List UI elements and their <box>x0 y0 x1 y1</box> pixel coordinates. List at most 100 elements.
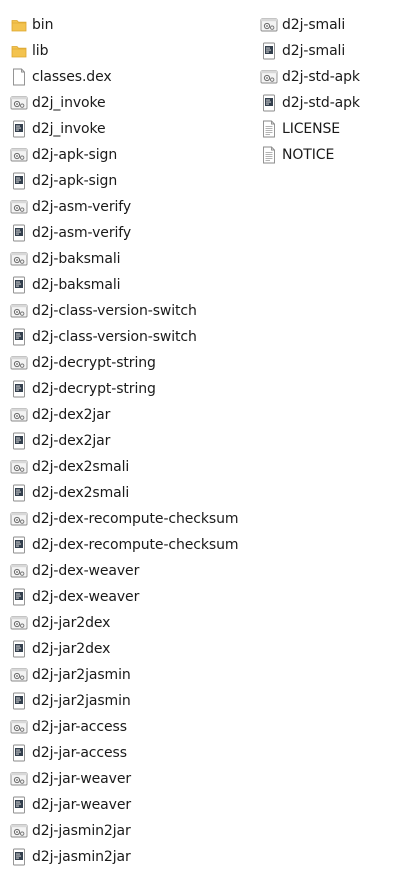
file-item[interactable]: d2j-jar-weaver <box>10 792 238 818</box>
file-name-label: d2j-smali <box>282 43 346 59</box>
file-item[interactable]: d2j_invoke <box>10 116 238 142</box>
shell-script-icon <box>260 16 278 34</box>
shell-script-icon <box>10 198 28 216</box>
file-name-label: d2j-decrypt-string <box>32 355 156 371</box>
text-file-icon <box>260 146 278 164</box>
file-name-label: d2j-jar2jasmin <box>32 693 131 709</box>
shell-script-icon <box>10 562 28 580</box>
file-name-label: d2j-dex-recompute-checksum <box>32 537 239 553</box>
batch-file-icon <box>10 328 28 346</box>
folder-item[interactable]: bin <box>10 12 238 38</box>
folder-item[interactable]: lib <box>10 38 238 64</box>
file-name-label: LICENSE <box>282 121 341 137</box>
batch-file-icon <box>10 120 28 138</box>
shell-script-icon <box>10 354 28 372</box>
file-item[interactable]: d2j-dex-recompute-checksum <box>10 532 239 558</box>
file-item[interactable]: d2j-dex2jar <box>10 402 238 428</box>
text-file-icon <box>260 120 278 138</box>
file-name-label: classes.dex <box>32 69 112 85</box>
file-name-label: d2j_invoke <box>32 121 106 137</box>
file-item[interactable]: d2j-baksmali <box>10 246 238 272</box>
file-item[interactable]: d2j-smali <box>260 38 360 64</box>
file-item[interactable]: d2j-jar2jasmin <box>10 662 238 688</box>
file-item[interactable]: d2j-std-apk <box>260 90 360 116</box>
file-item[interactable]: d2j-jasmin2jar <box>10 844 238 870</box>
file-item[interactable]: d2j_invoke <box>10 90 238 116</box>
shell-script-icon <box>10 302 28 320</box>
file-column-2: d2j-smali d2j-smali d2j-std-apk d2j-std-apk… <box>260 12 360 168</box>
batch-file-icon <box>10 536 28 554</box>
file-name-label: d2j-jar2dex <box>32 641 111 657</box>
folder-icon <box>10 16 28 34</box>
file-item[interactable]: classes.dex <box>10 64 238 90</box>
file-item[interactable]: NOTICE <box>260 142 360 168</box>
file-name-label: d2j-apk-sign <box>32 173 118 189</box>
file-name-label: d2j-dex2jar <box>32 433 111 449</box>
file-name-label: d2j-dex-weaver <box>32 589 140 605</box>
file-name-label: d2j-dex-weaver <box>32 563 140 579</box>
file-item[interactable]: d2j-baksmali <box>10 272 238 298</box>
file-item[interactable]: d2j-smali <box>260 12 360 38</box>
file-item[interactable]: d2j-asm-verify <box>10 220 238 246</box>
file-item[interactable]: d2j-asm-verify <box>10 194 238 220</box>
blank-file-icon <box>10 68 28 86</box>
file-name-label: d2j-smali <box>282 17 346 33</box>
file-item[interactable]: d2j-apk-sign <box>10 142 238 168</box>
file-item[interactable]: d2j-std-apk <box>260 64 360 90</box>
file-name-label: d2j-std-apk <box>282 69 360 85</box>
batch-file-icon <box>10 484 28 502</box>
shell-script-icon <box>10 666 28 684</box>
file-item[interactable]: d2j-jar2dex <box>10 610 238 636</box>
file-item[interactable]: d2j-dex2smali <box>10 480 238 506</box>
shell-script-icon <box>10 614 28 632</box>
file-item[interactable]: d2j-decrypt-string <box>10 350 238 376</box>
file-item[interactable]: d2j-dex-weaver <box>10 558 238 584</box>
batch-file-icon <box>10 848 28 866</box>
batch-file-icon <box>260 42 278 60</box>
file-item[interactable]: d2j-apk-sign <box>10 168 238 194</box>
file-item[interactable]: d2j-jar-access <box>10 740 238 766</box>
file-name-label: d2j-class-version-switch <box>32 329 197 345</box>
file-name-label: d2j-jar-weaver <box>32 797 132 813</box>
file-item[interactable]: d2j-jar-weaver <box>10 766 238 792</box>
shell-script-icon <box>10 770 28 788</box>
file-name-label: d2j-dex2jar <box>32 407 111 423</box>
batch-file-icon <box>10 276 28 294</box>
file-name-label: d2j_invoke <box>32 95 106 111</box>
file-item[interactable]: LICENSE <box>260 116 360 142</box>
file-name-label: d2j-jar-weaver <box>32 771 132 787</box>
shell-script-icon <box>10 146 28 164</box>
file-name-label: d2j-apk-sign <box>32 147 118 163</box>
batch-file-icon <box>10 796 28 814</box>
file-name-label: d2j-class-version-switch <box>32 303 197 319</box>
file-name-label: d2j-jasmin2jar <box>32 823 131 839</box>
file-item[interactable]: d2j-class-version-switch <box>10 324 238 350</box>
file-item[interactable]: d2j-jar2dex <box>10 636 238 662</box>
file-item[interactable]: d2j-decrypt-string <box>10 376 238 402</box>
batch-file-icon <box>10 640 28 658</box>
shell-script-icon <box>10 406 28 424</box>
file-name-label: d2j-asm-verify <box>32 199 132 215</box>
shell-script-icon <box>10 250 28 268</box>
file-item[interactable]: d2j-dex2smali <box>10 454 238 480</box>
file-name-label: d2j-jasmin2jar <box>32 849 131 865</box>
batch-file-icon <box>10 224 28 242</box>
file-item[interactable]: d2j-jar2jasmin <box>10 688 238 714</box>
batch-file-icon <box>10 744 28 762</box>
shell-script-icon <box>10 510 28 528</box>
file-item[interactable]: d2j-dex-weaver <box>10 584 238 610</box>
file-name-label: d2j-dex-recompute-checksum <box>32 511 239 527</box>
file-name-label: d2j-jar-access <box>32 719 127 735</box>
folder-icon <box>10 42 28 60</box>
file-item[interactable]: d2j-jasmin2jar <box>10 818 238 844</box>
batch-file-icon <box>10 432 28 450</box>
shell-script-icon <box>10 94 28 112</box>
file-item[interactable]: d2j-dex2jar <box>10 428 238 454</box>
file-item[interactable]: d2j-class-version-switch <box>10 298 238 324</box>
file-name-label: d2j-baksmali <box>32 251 121 267</box>
batch-file-icon <box>10 692 28 710</box>
file-name-label: d2j-dex2smali <box>32 459 130 475</box>
file-item[interactable]: d2j-dex-recompute-checksum <box>10 506 239 532</box>
file-item[interactable]: d2j-jar-access <box>10 714 238 740</box>
